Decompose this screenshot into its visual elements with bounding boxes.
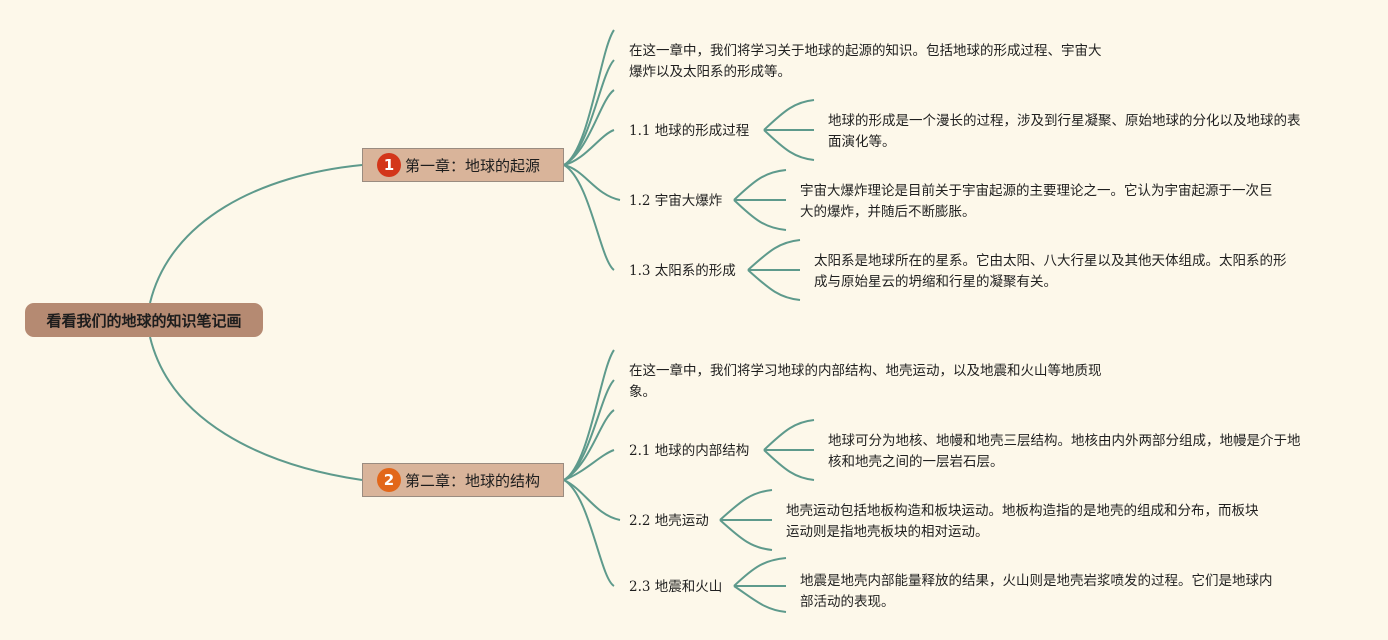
link-s11-a xyxy=(763,99,815,131)
link-s12-c xyxy=(733,199,787,231)
link-s13-a xyxy=(747,239,801,271)
section-1-2[interactable]: 1.2 宇宙大爆炸 xyxy=(629,193,723,209)
link-ch2-intro-a xyxy=(563,349,615,481)
section-1-2-desc: 宇宙大爆炸理论是目前关于宇宙起源的主要理论之一。它认为宇宙起源于一次巨 大的爆炸… xyxy=(800,183,1273,220)
root-node[interactable]: 看看我们的地球的知识笔记画 xyxy=(25,303,263,337)
link-ch2-s3 xyxy=(563,479,615,587)
section-1-3-desc: 太阳系是地球所在的星系。它由太阳、八大行星以及其他天体组成。太阳系的形 成与原始… xyxy=(814,253,1287,290)
chapter-1-title: 第一章：地球的起源 xyxy=(405,156,541,175)
link-ch1-s2 xyxy=(563,164,621,201)
link-ch2-s2 xyxy=(563,479,621,521)
section-2-2[interactable]: 2.2 地壳运动 xyxy=(629,513,709,529)
section-2-2-desc: 地壳运动包括地板构造和板块运动。地板构造指的是地壳的组成和分布，而板块 运动则是… xyxy=(786,503,1259,540)
section-1-1[interactable]: 1.1 地球的形成过程 xyxy=(629,123,750,139)
link-s23-a xyxy=(733,557,787,587)
chapter-2-title: 第二章：地球的结构 xyxy=(405,471,541,490)
section-2-3-desc: 地震是地壳内部能量释放的结果，火山则是地壳岩浆喷发的过程。它们是地球内 部活动的… xyxy=(800,573,1273,610)
link-s23-c xyxy=(733,585,787,613)
link-ch1-s1 xyxy=(563,129,615,166)
section-2-1-desc: 地球可分为地核、地幔和地壳三层结构。地核由内外两部分组成，地幔是介于地 核和地壳… xyxy=(828,433,1301,470)
chapter-2-node[interactable]: 2 第二章：地球的结构 xyxy=(362,463,564,497)
link-s22-a xyxy=(719,489,773,521)
chapter-2-intro: 在这一章中，我们将学习地球的内部结构、地壳运动，以及地震和火山等地质现 象。 xyxy=(629,363,1102,400)
link-s12-a xyxy=(733,169,787,201)
link-ch2-s1 xyxy=(563,449,615,481)
link-s13-c xyxy=(747,269,801,301)
section-2-1[interactable]: 2.1 地球的内部结构 xyxy=(629,443,750,459)
link-ch1-s3 xyxy=(563,164,615,271)
root-title: 看看我们的地球的知识笔记画 xyxy=(46,311,242,330)
link-ch2-intro-c xyxy=(563,409,615,481)
link-s22-c xyxy=(719,519,773,551)
section-1-1-desc: 地球的形成是一个漫长的过程，涉及到行星凝聚、原始地球的分化以及地球的表 面演化等… xyxy=(828,113,1301,150)
chapter-1-badge: 1 xyxy=(377,153,401,177)
link-s11-c xyxy=(763,129,815,161)
section-2-3[interactable]: 2.3 地震和火山 xyxy=(629,579,723,595)
chapter-2-badge: 2 xyxy=(377,468,401,492)
section-1-3[interactable]: 1.3 太阳系的形成 xyxy=(629,263,736,279)
link-root-ch1 xyxy=(149,164,363,304)
chapter-1-intro: 在这一章中，我们将学习关于地球的起源的知识。包括地球的形成过程、宇宙大 爆炸以及… xyxy=(629,43,1102,80)
link-root-ch2 xyxy=(149,336,363,481)
link-ch1-intro-c xyxy=(563,89,615,166)
link-s21-c xyxy=(763,449,815,481)
chapter-1-node[interactable]: 1 第一章：地球的起源 xyxy=(362,148,564,182)
link-s21-a xyxy=(763,419,815,451)
